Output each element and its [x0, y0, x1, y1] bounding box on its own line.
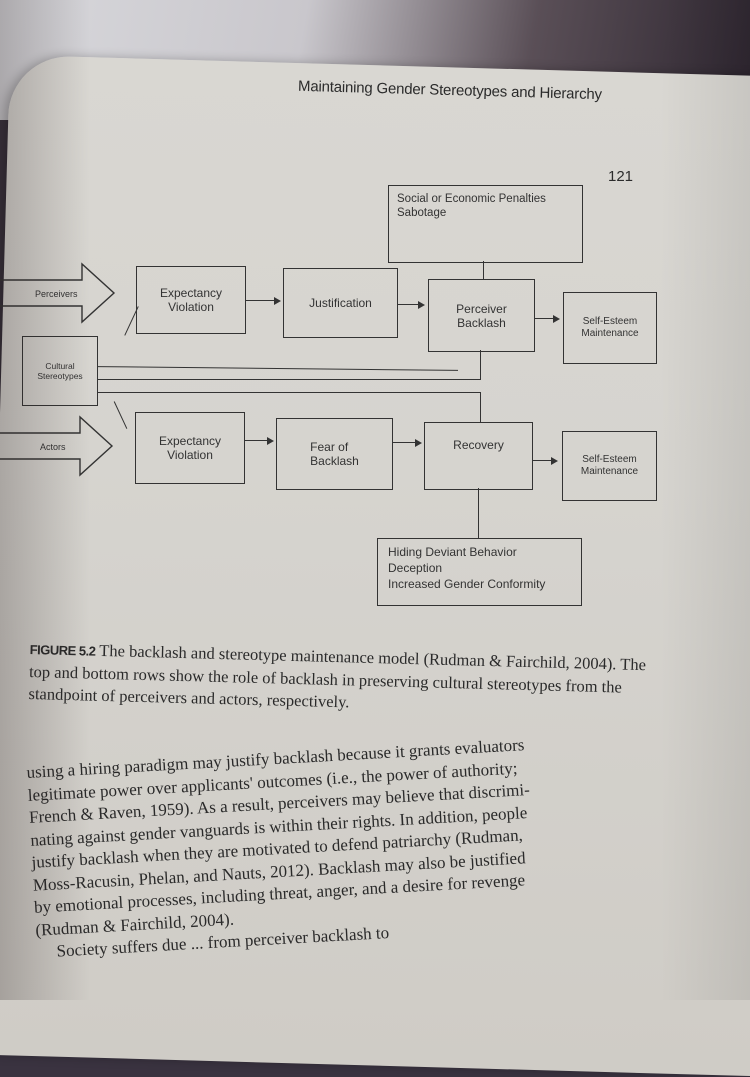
box-cultural-stereotypes-text: Cultural Stereotypes	[37, 361, 83, 381]
backlash-model-figure: Social or Economic Penalties Sabotage Pe…	[0, 185, 657, 606]
perceivers-label: Perceivers	[35, 289, 78, 299]
box-recovery: Recovery	[424, 422, 533, 490]
box-penalties: Social or Economic Penalties Sabotage	[388, 185, 583, 263]
page-number: 121	[608, 168, 634, 185]
arrowhead-bottom-2	[415, 439, 422, 447]
connector-penalties	[483, 261, 485, 279]
box-bottom-self-esteem: Self-Esteem Maintenance	[562, 431, 657, 501]
feedback-top-inner	[98, 366, 458, 372]
box-cultural-stereotypes: Cultural Stereotypes	[22, 336, 98, 406]
box-fear-of-backlash: Fear of Backlash	[276, 418, 393, 490]
box-bottom-self-esteem-text: Self-Esteem Maintenance	[580, 454, 639, 477]
arrowhead-top-3	[553, 315, 560, 323]
feedback-bottom-horizontal	[98, 392, 481, 394]
box-hiding: Hiding Deviant Behavior Deception Increa…	[377, 538, 582, 606]
box-penalties-text: Social or Economic Penalties Sabotage	[397, 193, 546, 219]
box-top-expectancy-text: Expectancy Violation	[159, 286, 223, 314]
box-top-expectancy: Expectancy Violation	[136, 266, 246, 334]
box-fear-of-backlash-text: Fear of Backlash	[310, 440, 359, 468]
actors-arrow-shape	[0, 415, 114, 477]
feedback-top-horizontal	[98, 379, 481, 381]
box-perceiver-backlash: Perceiver Backlash	[428, 279, 535, 352]
feedback-bottom-vertical	[480, 393, 482, 423]
feedback-top-vertical	[480, 350, 482, 380]
arrow-top-3	[534, 318, 554, 320]
box-recovery-text: Recovery	[453, 438, 504, 452]
actors-label: Actors	[40, 442, 66, 452]
box-bottom-expectancy-text: Expectancy Violation	[158, 434, 222, 462]
box-top-self-esteem: Self-Esteem Maintenance	[563, 292, 657, 364]
arrow-bottom-1	[244, 440, 268, 442]
body-text: using a hiring paradigm may justify back…	[26, 726, 676, 964]
caption-text: The backlash and stereotype maintenance …	[28, 640, 647, 712]
box-top-self-esteem-text: Self-Esteem Maintenance	[581, 316, 639, 339]
box-hiding-text: Hiding Deviant Behavior Deception Increa…	[388, 545, 546, 591]
arrow-top-2	[397, 304, 419, 306]
figure-label: FIGURE 5.2	[29, 641, 96, 659]
arrowhead-bottom-3	[551, 457, 558, 465]
body-paragraph-1: using a hiring paradigm may justify back…	[26, 735, 531, 940]
connector-hiding	[478, 488, 480, 539]
box-perceiver-backlash-text: Perceiver Backlash	[456, 301, 507, 330]
arrow-bottom-2	[392, 442, 416, 444]
arrow-top-1	[245, 300, 275, 302]
box-justification: Justification	[283, 268, 398, 338]
box-justification-text: Justification	[309, 296, 372, 310]
perceivers-arrow-shape	[0, 262, 116, 324]
arrowhead-bottom-1	[267, 437, 274, 445]
arrowhead-top-2	[418, 301, 425, 309]
arrowhead-top-1	[274, 297, 281, 305]
box-bottom-expectancy: Expectancy Violation	[135, 412, 245, 484]
arrow-bottom-3	[532, 460, 552, 462]
